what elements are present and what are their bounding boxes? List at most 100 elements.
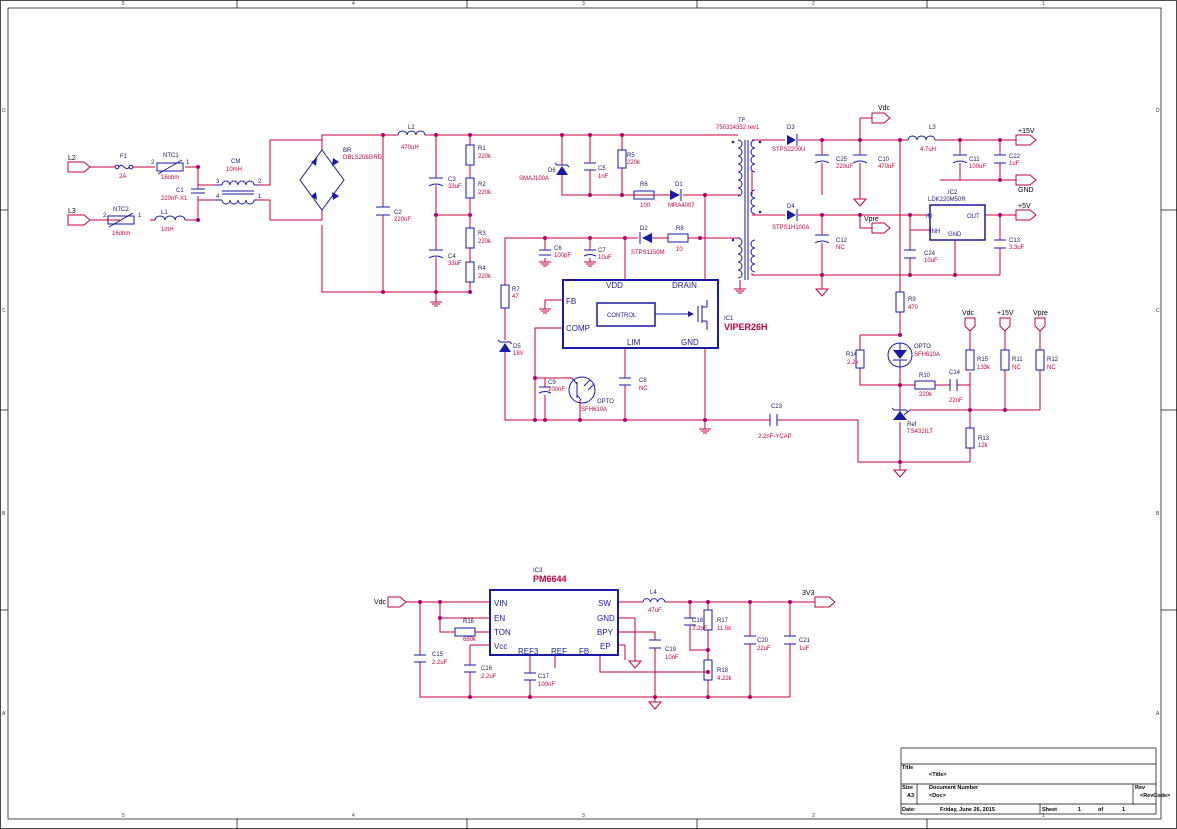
d3-val: STPS2200U xyxy=(772,147,805,153)
net-port-vdc-buck: Vdc xyxy=(374,596,407,608)
l4-val: 47uF xyxy=(648,608,662,614)
l3-val: 4.7uH xyxy=(920,147,936,153)
c21-val: 1uF xyxy=(799,646,810,652)
r6-val: 100 xyxy=(640,203,651,209)
ic3-pin-bpy: BPY xyxy=(597,628,614,637)
tb-docnum-label: Document Number xyxy=(929,785,979,791)
ic1-pin-vdd: VDD xyxy=(606,281,623,290)
resistor-r1: R1 220k xyxy=(465,144,492,166)
ic2-pin-out: OUT xyxy=(967,214,980,220)
ic3-pin-ref3: REF3 xyxy=(518,647,539,656)
ic3-pin-vin: VIN xyxy=(494,599,508,608)
r15-ref: R15 xyxy=(977,357,989,363)
r15-val: 133k xyxy=(977,365,991,371)
c11-ref: C11 xyxy=(969,157,980,163)
c5-ref: C5 xyxy=(598,166,606,172)
ic3-pin-fb: FB xyxy=(579,647,589,656)
resistor-r11: R11 NC xyxy=(1000,349,1023,371)
c22-val: 1uF xyxy=(1009,161,1020,167)
inductor-l4: L4 47uF xyxy=(642,590,666,614)
l2-ref: L2 xyxy=(408,125,415,131)
tb-sheet-label: Sheet xyxy=(1042,807,1057,813)
resistor-r4: R4 220k xyxy=(465,261,492,283)
r6-ref: R6 xyxy=(640,182,648,188)
r12-val: NC xyxy=(1047,365,1056,371)
resistor-r2: R2 220k xyxy=(465,177,492,199)
c8-ref: C8 xyxy=(639,378,647,384)
d5-ref: D5 xyxy=(513,344,521,350)
d3-ref: D3 xyxy=(787,125,795,131)
c18-ref: C18 xyxy=(692,618,704,624)
ic-pm6644: VIN EN TON Vcc REF3 REF FB SW GND BPY EP… xyxy=(489,568,619,656)
capacitor-c23: C23 2.2nF-YCAP xyxy=(758,404,792,440)
opto-b-ref: OPTO xyxy=(914,344,931,350)
c2-ref: C2 xyxy=(394,210,402,216)
f1-val: 2A xyxy=(119,174,126,180)
ic3-pin-ref: REF xyxy=(551,647,567,656)
r13-ref: R13 xyxy=(978,436,990,442)
cm-pin4: 4 xyxy=(216,194,220,200)
c25-val: 220uF xyxy=(836,164,853,170)
r17-val: 11.5k xyxy=(717,626,732,632)
inductor-l1: L1 1mH xyxy=(154,210,186,233)
shunt-reference-ts432: Ref TS432ILT xyxy=(891,407,933,435)
c24-val: 10uF xyxy=(924,258,938,264)
common-mode-choke-cm: CM 10mH 3 4 2 1 xyxy=(215,159,262,205)
r16-val: 680k xyxy=(463,637,477,643)
d2-ref: D2 xyxy=(640,226,648,232)
r17-ref: R17 xyxy=(717,618,729,624)
r1-val: 220k xyxy=(478,154,492,160)
ic1-control-label: CONTROL xyxy=(607,313,637,319)
l2-val: 470uH xyxy=(401,145,419,151)
r8-val: 10 xyxy=(676,247,683,253)
net-gnd-label: GND xyxy=(1018,187,1034,194)
ldo-ic2: IN INH OUT GND IC2 LDK220M50R xyxy=(926,190,986,241)
ntc2-pin1: 1 xyxy=(138,213,142,219)
zone-left-b: B xyxy=(2,511,6,517)
r9-ref: R9 xyxy=(908,297,916,303)
tb-sheet-num: 1 xyxy=(1078,807,1081,813)
r7-val: 47 xyxy=(512,294,519,300)
capacitor-c7: C7 10uF xyxy=(583,248,612,261)
d5-val: 18V xyxy=(513,351,524,357)
d6-val: SMAJ100A xyxy=(519,176,549,182)
resistor-r3: R3 220k xyxy=(465,227,492,249)
net-15v-fb-label: +15V xyxy=(997,310,1014,317)
zone-bottom-5: 5 xyxy=(122,813,125,819)
net-vdc-label: Vdc xyxy=(878,105,891,112)
tb-of-label: of xyxy=(1098,807,1103,813)
zone-left-c: C xyxy=(2,308,6,314)
br-val: DBLS208GRD xyxy=(343,155,383,161)
c20-val: 22uF xyxy=(757,646,771,652)
ic3-pin-ton: TON xyxy=(494,628,511,637)
ic3-pin-en: EN xyxy=(494,614,505,623)
ic2-ref: IC2 xyxy=(948,190,958,196)
capacitor-c13: C13 3.3uF xyxy=(994,238,1025,251)
c18-val: 2.2pF xyxy=(692,626,708,632)
c9-ref: C9 xyxy=(548,380,556,386)
r2-ref: R2 xyxy=(478,182,486,188)
r18-val: 4.22k xyxy=(717,676,733,682)
resistor-r12: R12 NC xyxy=(1035,349,1059,371)
c13-val: 3.3uF xyxy=(1009,245,1025,251)
c13-ref: C13 xyxy=(1009,238,1021,244)
capacitor-c2: C2 220nF xyxy=(376,206,411,223)
diode-d1: D1 MRA4007 xyxy=(668,182,695,209)
r9-val: 470 xyxy=(908,305,919,311)
zone-right-d: D xyxy=(1156,108,1160,114)
r11-ref: R11 xyxy=(1012,357,1023,363)
zone-left-d: D xyxy=(2,108,6,114)
bridge-rectifier-br: BR DBLS208GRD xyxy=(299,148,383,211)
ic1-pin-lim: LIM xyxy=(627,338,641,347)
d1-ref: D1 xyxy=(675,182,683,188)
diode-d4: D4 STPS1H100A xyxy=(772,204,809,231)
capacitor-c15: C15 2.2uF xyxy=(414,652,448,666)
zone-right-a: A xyxy=(1156,711,1160,717)
optocoupler-transistor: OPTO SFH610A xyxy=(568,376,614,413)
capacitor-c6: C6 100pF xyxy=(539,246,571,259)
r2-val: 220k xyxy=(478,190,492,196)
net-port-vdc-fb: Vdc xyxy=(962,310,976,332)
net-15v-label: +15V xyxy=(1018,128,1035,135)
capacitor-c17: C17 100nF xyxy=(524,672,555,688)
d4-ref: D4 xyxy=(787,204,795,210)
